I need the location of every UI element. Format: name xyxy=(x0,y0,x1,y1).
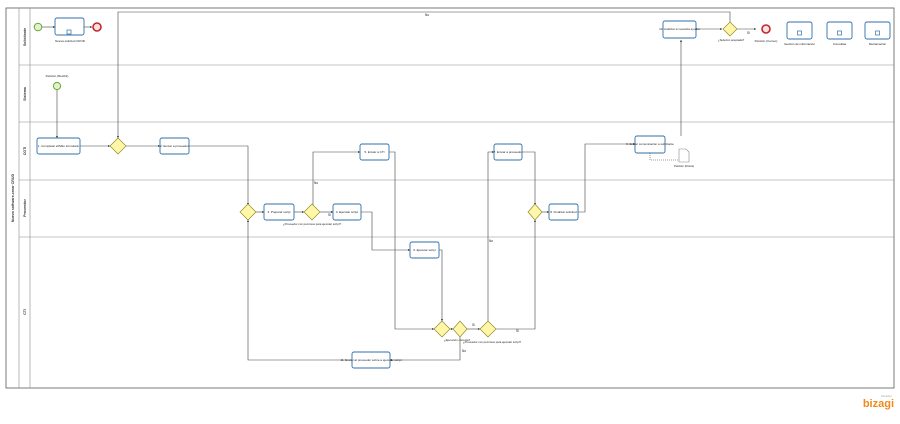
task-nueva-solicitud[interactable]: Nueva solicitud CRUD xyxy=(54,17,86,43)
gateway-proveedor-merge-2[interactable] xyxy=(527,203,543,221)
lane-label-cti: CTI xyxy=(23,309,27,315)
flow-label-si-perm2: Si xyxy=(516,329,519,333)
gateway-ayuda[interactable]: ¿Solución aceptada? xyxy=(718,21,745,42)
lane-label-solicitante: Solicitante xyxy=(23,28,27,46)
task-label: 11. Enviar al proveedor sobre a ejecutar… xyxy=(340,358,401,362)
gateway-cti-merge[interactable] xyxy=(433,320,451,338)
task-label: 9. Enviar comunicación a solicitante xyxy=(626,142,674,146)
gateway-permisos[interactable]: ¿Proveedor con permisos para ejecutar sc… xyxy=(283,203,342,226)
lane-label-sistema: Sistema xyxy=(23,86,27,101)
gateway-label: ¿Ejecución correcta? xyxy=(444,338,471,342)
gateway-label: ¿Proveedor con permisos para ejecutar sc… xyxy=(283,222,342,226)
gateway-proveedor-merge[interactable] xyxy=(239,203,257,221)
subprocess-gestion[interactable]: Gestión de información xyxy=(784,21,815,46)
task-label: 1. Completar el/Mtto formulario xyxy=(38,144,80,148)
subprocess-reclamacion[interactable]: Reclamación xyxy=(864,21,891,46)
task-label: 5. Enviar a CTI xyxy=(364,150,384,154)
task-label: 7. Enviar a proveedor xyxy=(494,150,523,154)
task-3[interactable]: 3. Preparar script xyxy=(263,203,295,221)
flow-label-no-prov: No xyxy=(314,181,318,185)
task-label: Reclamación xyxy=(869,42,887,46)
brand-sub: Modeler xyxy=(881,394,892,398)
start-event-peticion[interactable]: Petición (Recibir) xyxy=(46,74,69,91)
task-label: Gestión de información xyxy=(784,42,815,46)
peticion-correo-label: Petición (Correo) xyxy=(755,39,778,43)
lane-label-cgti: CGTI xyxy=(23,147,27,156)
task-11[interactable]: 11. Enviar al proveedor sobre a ejecutar… xyxy=(340,351,402,369)
task-label: Consultas xyxy=(833,42,847,46)
task-7[interactable]: 7. Enviar a proveedor xyxy=(493,143,523,161)
task-8[interactable]: 8. Finalizar solicitud xyxy=(548,203,579,221)
task-label: Nueva solicitud CRUD xyxy=(55,39,86,43)
bizagi-logo: bizagi xyxy=(862,398,894,410)
task-2[interactable]: 2. Enviar a proveedor xyxy=(159,137,190,155)
task-5[interactable]: 5. Enviar a CTI xyxy=(359,143,390,161)
task-1[interactable]: 1. Completar el/Mtto formulario xyxy=(36,137,81,155)
gateway-label: ¿Solución aceptada? xyxy=(718,38,745,42)
pool-name: Nuevo software-crear CRUD xyxy=(11,174,15,223)
task-label: 10. Analizar si necesita ayudar xyxy=(659,27,700,31)
lane-dividers xyxy=(19,64,894,238)
flow-label-no-ejec: No xyxy=(462,349,466,353)
flow-label-si-prov: Si xyxy=(328,213,331,217)
task-label: 8. Finalizar solicitud xyxy=(550,210,577,214)
task-label: 6. Ejecutar script xyxy=(413,248,436,252)
peticion-label: Petición (Recibir) xyxy=(46,74,69,78)
task-label: 3. Preparar script xyxy=(267,210,290,214)
document-label: Petición (Física) xyxy=(674,164,694,168)
lane-label-proveedor: Proveedor xyxy=(23,199,27,217)
task-4[interactable]: 4. Ejecutar script xyxy=(332,203,362,221)
flow-label-si-top: Si xyxy=(747,31,750,35)
task-10[interactable]: 10. Analizar si necesita ayudar xyxy=(659,20,700,39)
subprocess-consultas[interactable]: Consultas xyxy=(826,21,853,46)
gateway-label: ¿Proveedor con permisos para ejecutar sc… xyxy=(463,340,522,344)
start-event-solicitante[interactable] xyxy=(33,22,43,32)
flow-label-no-top: No xyxy=(425,13,429,17)
document-peticion[interactable]: Petición (Física) xyxy=(649,148,694,168)
gateway-permisos-2[interactable]: ¿Proveedor con permisos para ejecutar sc… xyxy=(463,320,522,344)
task-label: 4. Ejecutar script xyxy=(336,210,359,214)
sequence-flows xyxy=(42,11,757,362)
pool: Nuevo software-crear CRUD xyxy=(5,7,895,389)
task-label: 2. Enviar a proveedor xyxy=(160,144,189,148)
flow-label-si-ejec: Si xyxy=(472,323,475,327)
end-event-solicitante[interactable] xyxy=(92,22,102,32)
end-event-peticion-correo[interactable]: Petición (Correo) xyxy=(755,24,778,43)
flow-label-no-perm2: No xyxy=(489,239,493,243)
gateway-ejecucion[interactable]: ¿Ejecución correcta? xyxy=(444,320,471,342)
task-6[interactable]: 6. Ejecutar script xyxy=(409,241,440,259)
gateway-cgti[interactable] xyxy=(109,137,127,155)
